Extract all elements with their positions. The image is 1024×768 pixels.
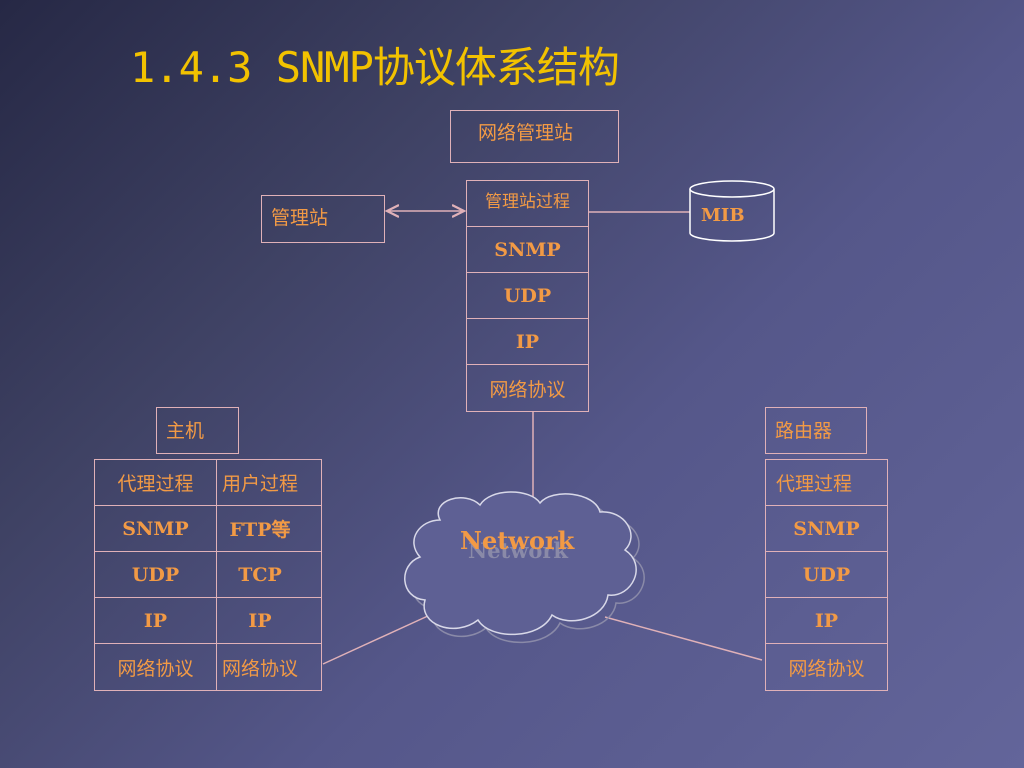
router-snmp: SNMP <box>765 505 888 552</box>
mib-label: MIB <box>701 205 745 226</box>
router-agent-process: 代理过程 <box>765 459 888 506</box>
host-network-link <box>322 614 431 665</box>
nms-label: 网络管理站 <box>478 122 574 144</box>
manager-stack-ip: IP <box>466 318 589 365</box>
manager-stack-process: 管理站过程 <box>466 180 589 227</box>
host-ip-right: IP <box>199 597 322 644</box>
page-title: 1.4.3 SNMP协议体系结构 <box>130 43 620 92</box>
manager-box <box>261 195 385 243</box>
manager-stack-snmp: SNMP <box>466 226 589 273</box>
manager-stack-udp: UDP <box>466 272 589 319</box>
router-network-link <box>604 616 763 661</box>
network-shadow-label: Network <box>468 538 568 563</box>
network-cloud <box>404 491 645 644</box>
host-netproto-left: 网络协议 <box>94 643 217 691</box>
host-netproto-right: 网络协议 <box>199 643 322 691</box>
host-box <box>156 407 239 454</box>
router-udp: UDP <box>765 551 888 598</box>
manager-stack-netproto: 网络协议 <box>466 364 589 412</box>
router-label: 路由器 <box>775 420 833 442</box>
mib-cylinder <box>689 180 775 242</box>
nms-box <box>450 110 619 163</box>
manager-label: 管理站 <box>271 207 329 229</box>
host-ftp: FTP等 <box>199 505 322 552</box>
host-label: 主机 <box>166 420 205 442</box>
router-netproto: 网络协议 <box>765 643 888 691</box>
host-tcp: TCP <box>199 551 322 598</box>
router-box <box>765 407 867 454</box>
host-user-process: 用户过程 <box>199 459 322 506</box>
network-label: Network <box>460 526 575 555</box>
router-ip: IP <box>765 597 888 644</box>
